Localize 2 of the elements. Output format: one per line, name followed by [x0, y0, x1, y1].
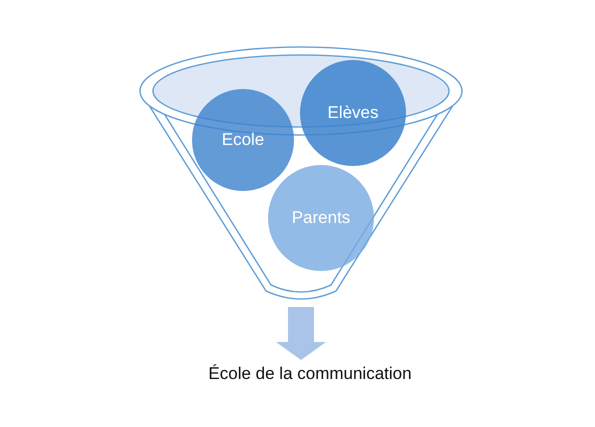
- result-text: École de la communication: [160, 364, 460, 390]
- block-arrow: [276, 307, 326, 360]
